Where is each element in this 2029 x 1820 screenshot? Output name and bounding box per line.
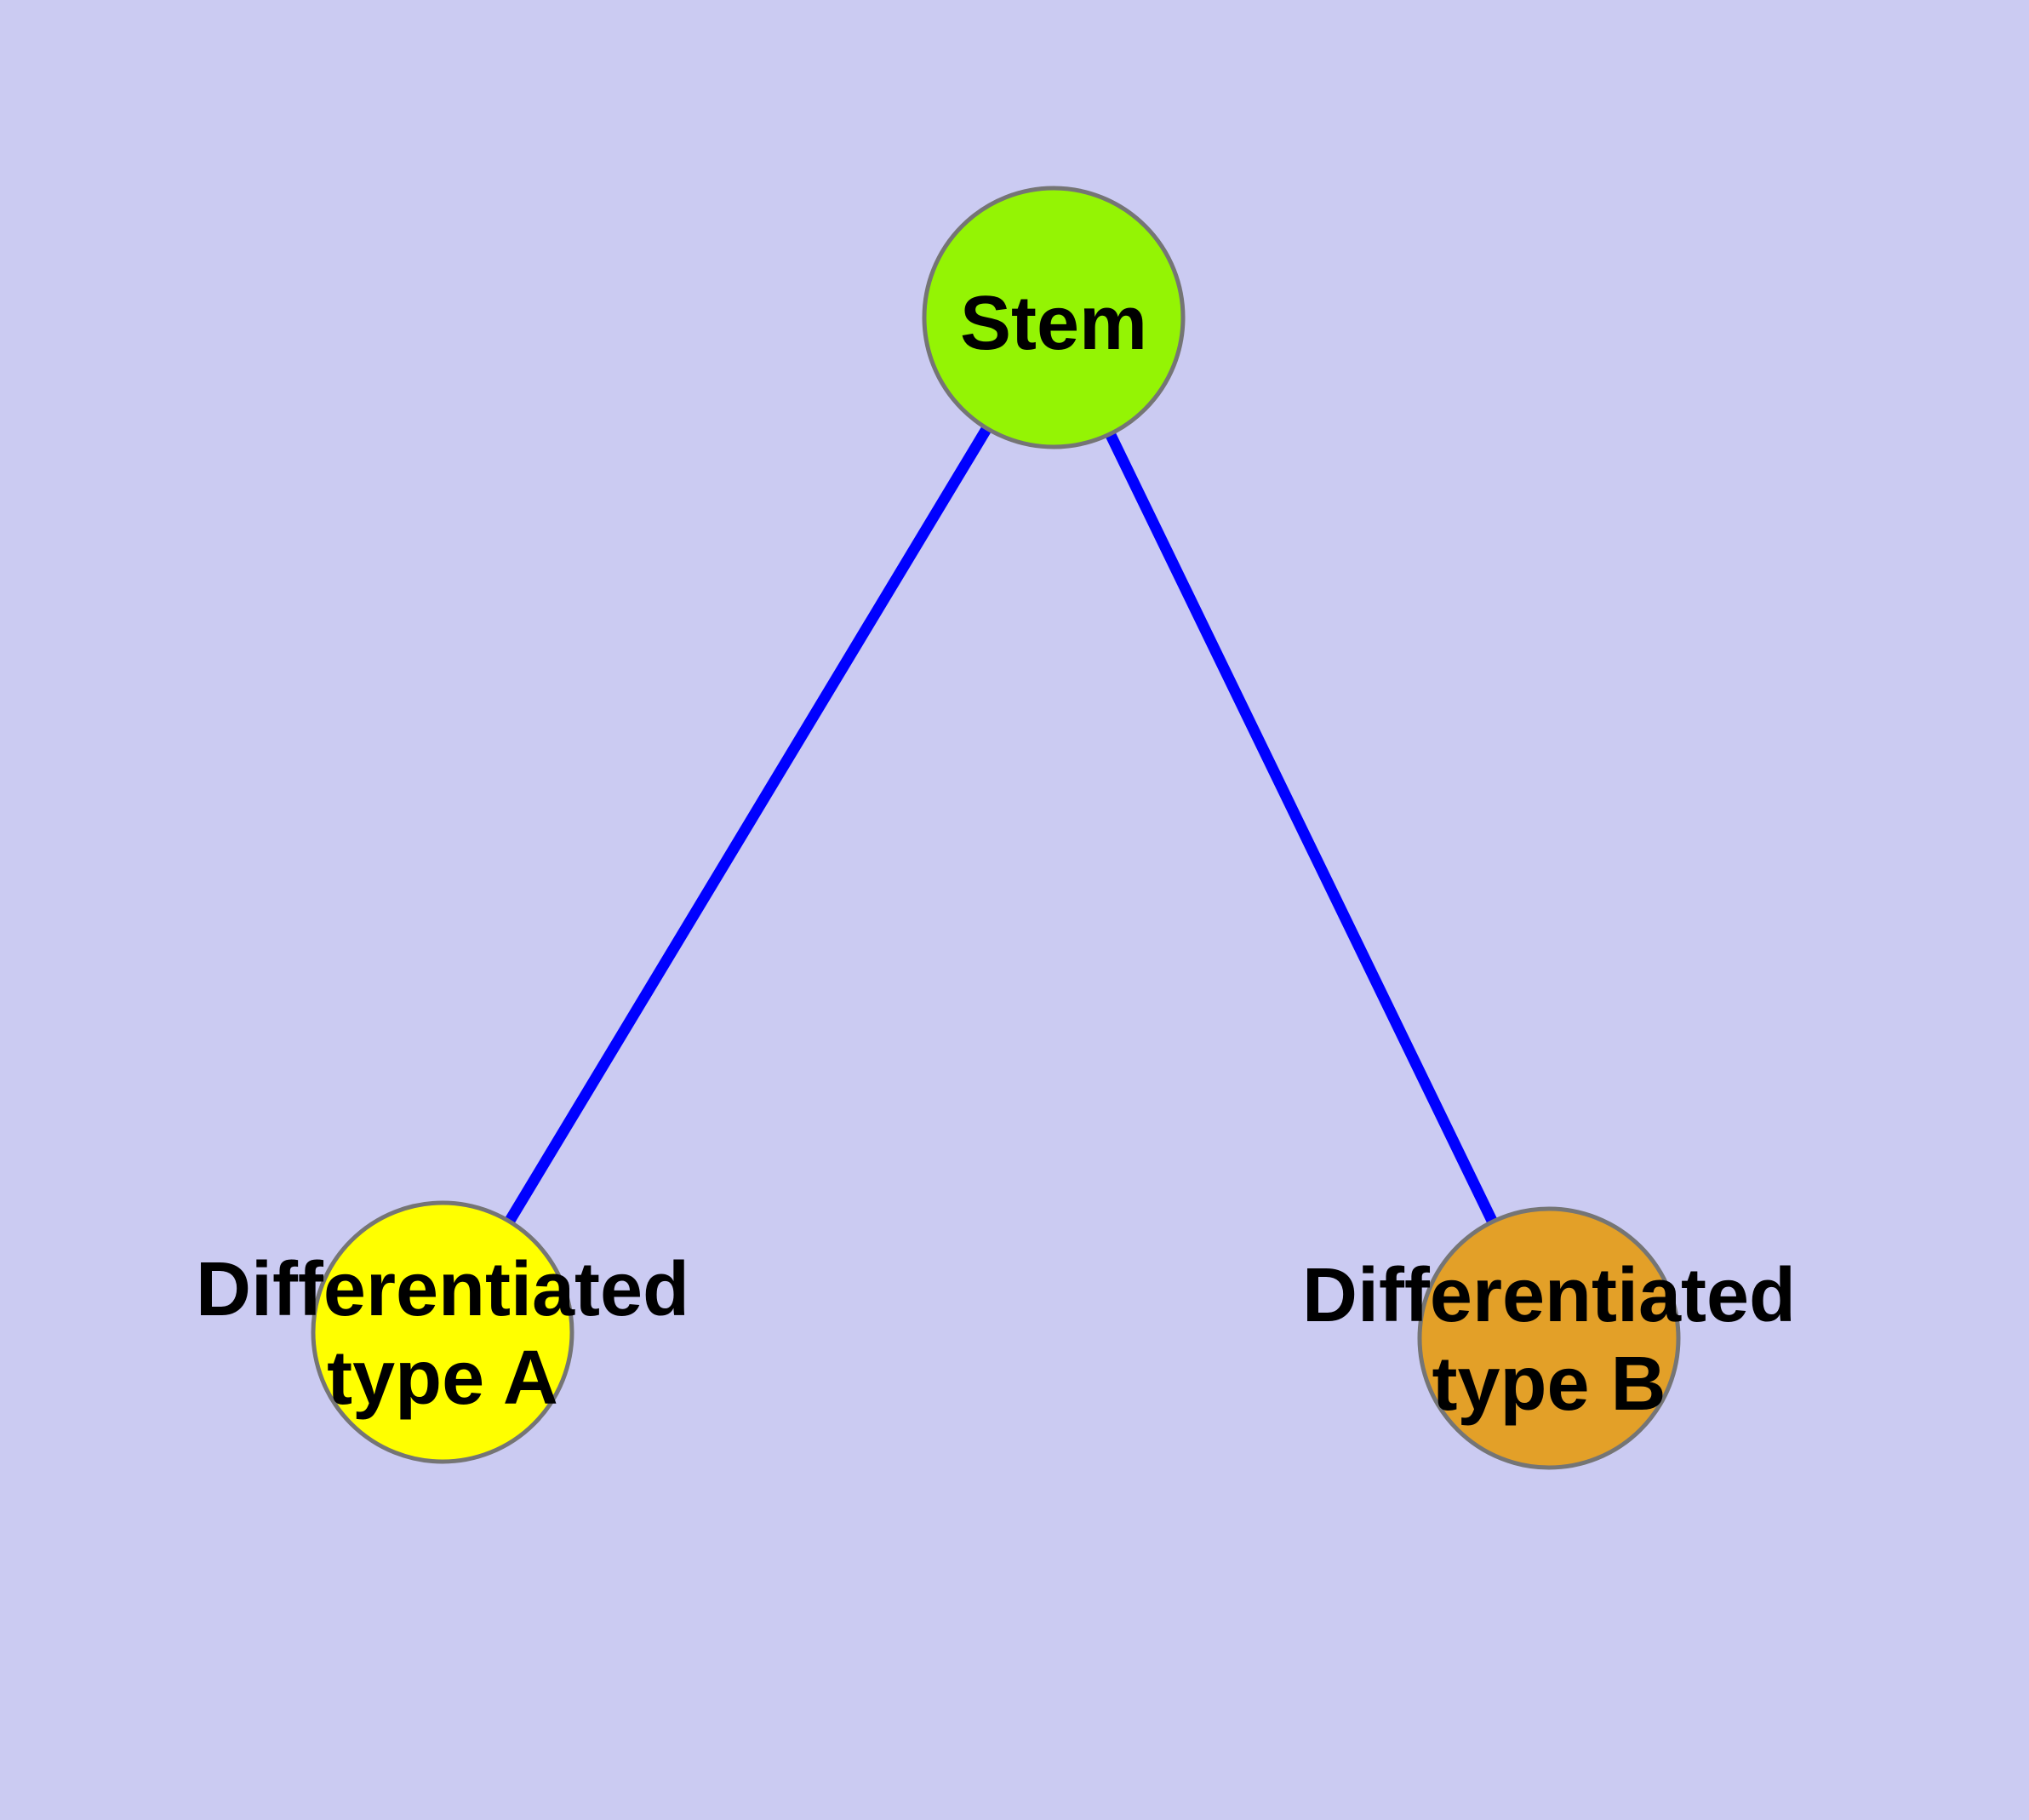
edge-stem-to-type-b [1049, 315, 1554, 1341]
node-stem-label: Stem [960, 281, 1147, 366]
node-stem-circle [922, 186, 1186, 449]
node-type-a-label-line2: type A [327, 1336, 558, 1421]
node-type-b-label-line2: type B [1432, 1342, 1666, 1427]
node-type-a-label-line1: Differentiated [196, 1247, 689, 1332]
node-differentiated-type-a-circle [311, 1200, 574, 1464]
edge-stem-to-type-a [437, 314, 1059, 1336]
node-differentiated-type-b-circle [1417, 1206, 1681, 1470]
node-type-b-label-line1: Differentiated [1302, 1253, 1796, 1338]
